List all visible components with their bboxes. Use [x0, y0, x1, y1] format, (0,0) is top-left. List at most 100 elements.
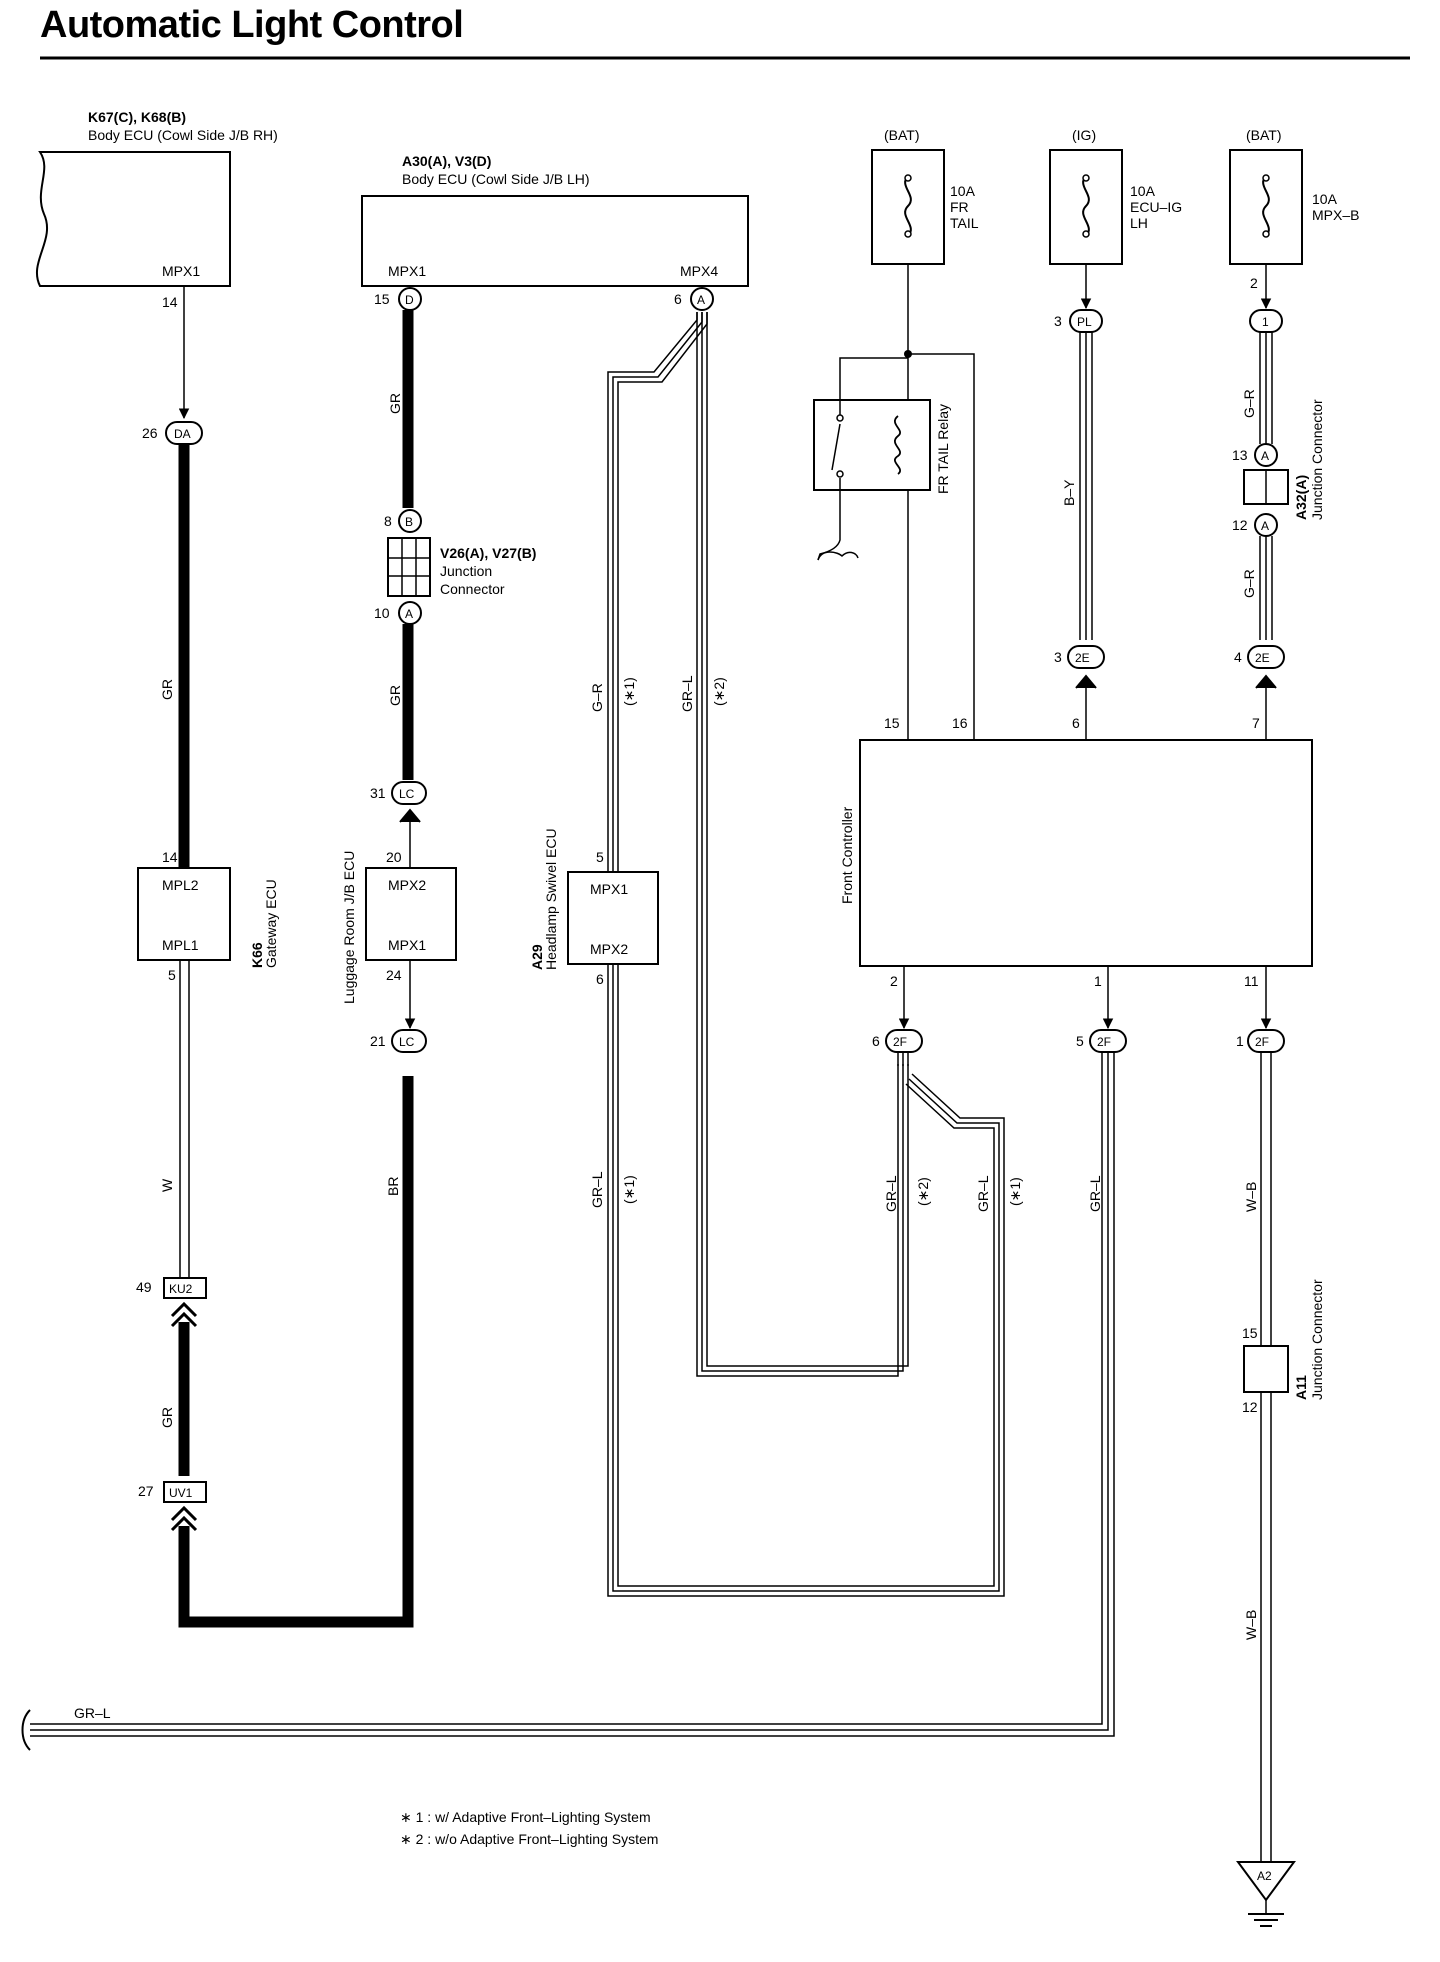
body-ecu-rh-id: K67(C), K68(B) [88, 109, 186, 125]
fuse-line2: TAIL [950, 215, 979, 231]
wire-label: B–Y [1061, 479, 1077, 506]
wire-label: GR–L [883, 1175, 899, 1212]
connector-label: UV1 [169, 1486, 193, 1500]
connector-label: 2E [1255, 651, 1270, 665]
wire-note: (∗2) [711, 677, 727, 706]
connector-2e [1247, 645, 1285, 669]
wire-note: (∗2) [915, 1177, 931, 1206]
wire-label: GR–L [679, 675, 695, 712]
connector-label: A [1261, 519, 1269, 533]
headlamp-id: A29 [529, 944, 545, 970]
wire-label: GR [387, 393, 403, 414]
wire-gr-l-bottom [30, 1052, 1115, 1737]
connector-uv1 [163, 1481, 207, 1503]
headlamp-pin-bottom: MPX2 [590, 941, 628, 957]
wire-label: W–B [1243, 1182, 1259, 1212]
junction-a32: A32(A) Junction Connector [1243, 399, 1325, 520]
fuse-rating: 10A [1130, 183, 1156, 199]
connector-label: A [1261, 449, 1269, 463]
junction-a11-name: Junction Connector [1309, 1279, 1325, 1400]
pin-label: 15 [884, 715, 900, 731]
pin-label: 49 [136, 1279, 152, 1295]
pin-label: 1 [1236, 1033, 1244, 1049]
pin-label: 10 [374, 605, 390, 621]
connector-label: DA [174, 427, 191, 441]
fuse-fr-tail: (BAT) 10A FR TAIL [871, 127, 979, 265]
pin-label: 20 [386, 849, 402, 865]
luggage-room-ecu: MPX2 MPX1 Luggage Room J/B ECU [341, 851, 457, 1004]
pin-label: 26 [142, 425, 158, 441]
wire-label: GR [387, 685, 403, 706]
connector-label: PL [1077, 315, 1092, 329]
fuse-line2: LH [1130, 215, 1148, 231]
wire-g-r-headlamp [607, 312, 708, 876]
pin-label: 5 [168, 967, 176, 983]
pin-label: 27 [138, 1483, 154, 1499]
gateway-pin-top: MPL2 [162, 877, 199, 893]
pin-label: 15 [1242, 1325, 1258, 1341]
wire-note: (∗1) [621, 677, 637, 706]
connector-lc [391, 1029, 427, 1053]
pin-label: 11 [1244, 973, 1259, 989]
connector-lc [391, 781, 427, 805]
pin-label: 2 [890, 973, 898, 989]
wire-label: G–R [1241, 389, 1257, 418]
wire-label: GR–L [1087, 1175, 1103, 1212]
wire-label: GR [159, 1407, 175, 1428]
pin-label: 5 [596, 849, 604, 865]
luggage-pin-top: MPX2 [388, 877, 426, 893]
body-ecu-lh-id: A30(A), V3(D) [402, 153, 491, 169]
wire-note: (∗1) [1007, 1177, 1023, 1206]
connector-label: KU2 [169, 1282, 193, 1296]
wire-label: W–B [1243, 1610, 1259, 1640]
pin-label: 31 [370, 785, 386, 801]
junction-v26-line1: Junction [440, 563, 492, 579]
pin-label: 3 [1054, 649, 1062, 665]
fr-tail-relay: FR TAIL Relay [813, 357, 951, 561]
wire-label: W [159, 1178, 175, 1192]
gateway-id: K66 [249, 942, 265, 968]
connector-label: LC [399, 1035, 415, 1049]
pin-label: 1 [1094, 973, 1102, 989]
front-controller-name: Front Controller [839, 806, 855, 904]
front-controller: Front Controller [839, 739, 1313, 967]
body-ecu-rh-name: Body ECU (Cowl Side J/B RH) [88, 127, 278, 143]
pin-label: 12 [1242, 1399, 1258, 1415]
page-title: Automatic Light Control [40, 4, 464, 46]
body-ecu-lh-pin-right: MPX4 [680, 263, 718, 279]
connector-label: LC [399, 787, 415, 801]
connector-label: 2E [1075, 651, 1090, 665]
pin-label: 7 [1252, 715, 1260, 731]
headlamp-name: Headlamp Swivel ECU [543, 828, 559, 970]
wire-gr-l-mpx4 [696, 312, 909, 1377]
wire-label: G–R [589, 683, 605, 712]
junction-a32-name: Junction Connector [1309, 399, 1325, 520]
connector-2f [885, 1029, 923, 1053]
body-ecu-lh-name: Body ECU (Cowl Side J/B LH) [402, 171, 590, 187]
pin-label: 21 [370, 1033, 386, 1049]
connector-label: 1 [1262, 315, 1269, 329]
pin-label: 12 [1232, 517, 1248, 533]
connector-label: D [405, 293, 414, 307]
connector-b [398, 509, 422, 533]
connector-label: A [697, 293, 705, 307]
fuse-ecu-ig: (IG) 10A ECU–IG LH [1049, 127, 1182, 265]
pin-label: 5 [1076, 1033, 1084, 1049]
wire-label: GR–L [589, 1171, 605, 1208]
junction-v26-line2: Connector [440, 581, 505, 597]
pin-label: 14 [162, 294, 178, 310]
junction-a11-id: A11 [1293, 1375, 1309, 1400]
wire-label: BR [385, 1177, 401, 1196]
body-ecu-rh: K67(C), K68(B) Body ECU (Cowl Side J/B R… [35, 109, 278, 287]
body-ecu-lh: A30(A), V3(D) Body ECU (Cowl Side J/B LH… [361, 153, 749, 287]
connector-ku2 [163, 1277, 207, 1299]
fuse-source: (IG) [1072, 127, 1096, 143]
body-ecu-lh-pin-left: MPX1 [388, 263, 426, 279]
fuse-source: (BAT) [884, 127, 920, 143]
connector-label: 2F [893, 1035, 907, 1049]
connector-a [690, 287, 714, 311]
pin-label: 16 [952, 715, 968, 731]
connector-label: A [405, 607, 413, 621]
pin-label: 14 [162, 849, 178, 865]
